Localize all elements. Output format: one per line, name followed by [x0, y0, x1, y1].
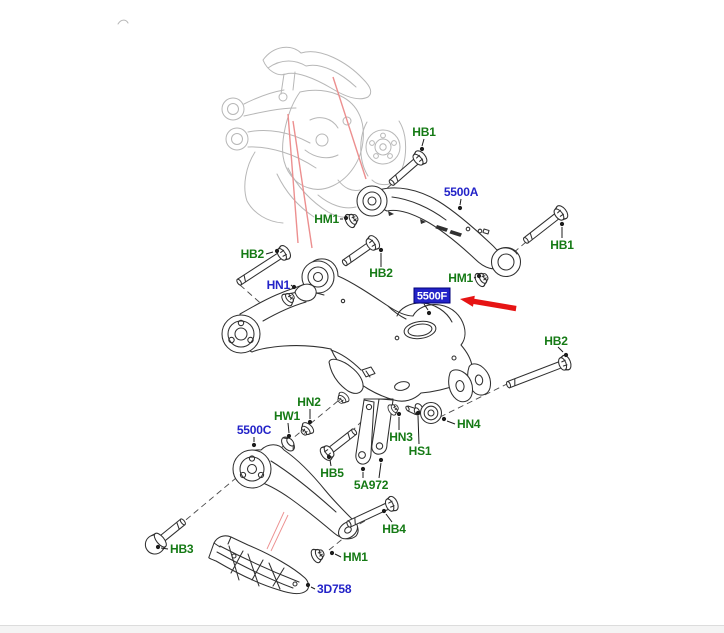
red-callout-lines	[266, 76, 367, 552]
label-hb2-left[interactable]: HB2	[241, 247, 265, 261]
label-hb2-middle[interactable]: HB2	[369, 266, 393, 280]
nut-hm1-middle	[474, 272, 489, 288]
bolt-hb4	[346, 495, 399, 528]
bolt-hb2-right	[506, 354, 572, 389]
label-5a972[interactable]: 5A972	[354, 478, 389, 492]
nut-hm1-lower	[310, 548, 325, 564]
label-5500f[interactable]: 5500F	[417, 291, 448, 303]
label-hs1[interactable]: HS1	[409, 444, 432, 458]
bolt-hb2-middle	[341, 235, 381, 267]
label-hm1-middle[interactable]: HM1	[448, 271, 473, 285]
label-hb1-right[interactable]: HB1	[550, 238, 574, 252]
bolt-hb1-right	[522, 205, 569, 244]
bolt-hb5	[319, 428, 358, 461]
label-hb3[interactable]: HB3	[170, 542, 194, 556]
skid-plate-3d758-drawing	[208, 535, 310, 595]
selected-part-label: 5500F	[413, 287, 451, 304]
bolt-hb3-drawing	[144, 518, 186, 555]
label-hb5[interactable]: HB5	[320, 466, 344, 480]
label-hn1[interactable]: HN1	[267, 278, 291, 292]
bolt-hb2-left	[236, 245, 292, 286]
label-hb4[interactable]: HB4	[382, 522, 406, 536]
red-pointer-arrow	[460, 295, 517, 312]
label-hm1-lower[interactable]: HM1	[343, 550, 368, 564]
toe-link-5500c-drawing	[232, 444, 359, 540]
nut-hn1	[281, 292, 295, 307]
nut-arm-tab	[337, 391, 350, 404]
label-5500a[interactable]: 5500A	[444, 185, 479, 199]
label-hb2-right[interactable]: HB2	[544, 334, 568, 348]
label-3d758[interactable]: 3D758	[317, 582, 352, 596]
nut-hn2	[300, 422, 315, 436]
highlight-box[interactable]	[413, 287, 451, 304]
bracket-5a972-drawing	[355, 398, 394, 465]
hardware-group	[236, 150, 572, 564]
label-hm1-upper[interactable]: HM1	[314, 212, 339, 226]
footer-bar	[0, 625, 724, 633]
hn1-bracket-drawing	[294, 283, 317, 302]
upper-arm-5500a-drawing	[356, 185, 522, 278]
hw1-washer-drawing	[281, 436, 295, 452]
label-hb1-upper[interactable]: HB1	[412, 125, 436, 139]
bolt-hb1-upper	[388, 150, 428, 186]
label-hn3[interactable]: HN3	[389, 430, 413, 444]
label-leader-lines	[155, 138, 569, 590]
part-labels: HB1 5500A HB1 HM1 HM1 HB2 HB2 HN1 HB2 HN…	[170, 125, 574, 596]
label-hn4[interactable]: HN4	[457, 417, 481, 431]
label-hw1[interactable]: HW1	[274, 409, 301, 423]
nut-hn3	[387, 404, 399, 416]
label-5500c[interactable]: 5500C	[237, 423, 272, 437]
label-hn2[interactable]: HN2	[297, 395, 321, 409]
